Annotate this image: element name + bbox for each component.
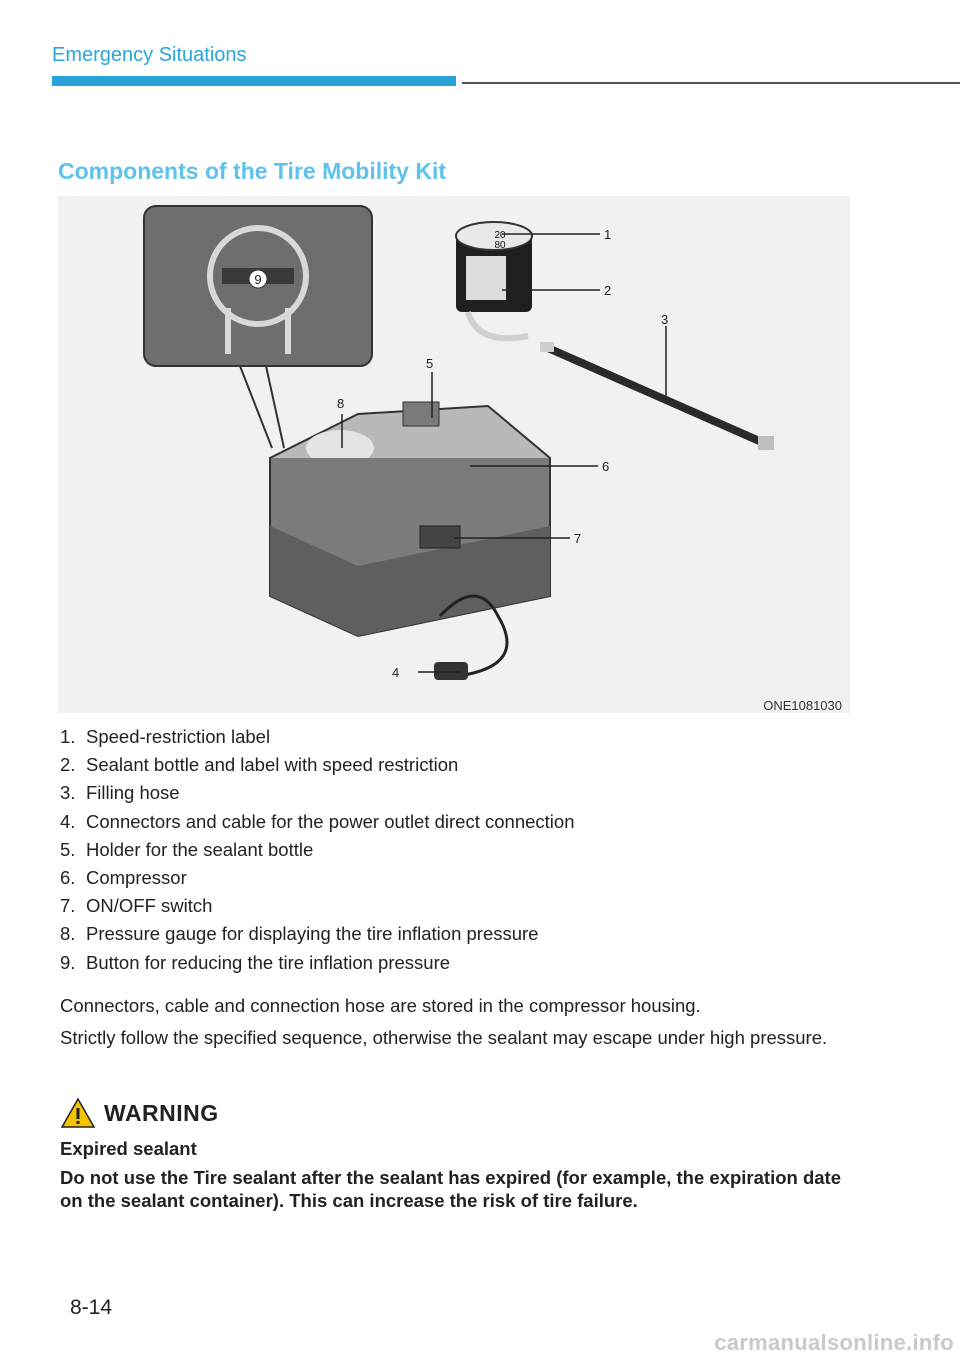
list-item: 8.Pressure gauge for displaying the tire… — [60, 923, 539, 945]
callout-2: 2 — [604, 283, 611, 298]
figure-code: ONE1081030 — [763, 698, 842, 713]
callout-3: 3 — [661, 312, 668, 327]
callout-6: 6 — [602, 459, 609, 474]
list-item: 3.Filling hose — [60, 782, 180, 804]
kit-illustration: 9 20 80 1 2 3 4 — [143, 205, 774, 680]
warning-title: WARNING — [104, 1100, 219, 1126]
pressure-gauge — [306, 430, 374, 466]
component-list: 1.Speed-restriction label 2.Sealant bott… — [60, 723, 575, 977]
section-title: Emergency Situations — [52, 44, 247, 66]
callout-7: 7 — [574, 531, 581, 546]
list-item: 2.Sealant bottle and label with speed re… — [60, 754, 459, 776]
list-item: 6.Compressor — [60, 867, 187, 889]
list-item: 4.Connectors and cable for the power out… — [60, 810, 575, 832]
page-number: 8-14 — [70, 1296, 113, 1319]
list-item: 7.ON/OFF switch — [60, 895, 213, 917]
list-item: 1.Speed-restriction label — [60, 726, 271, 747]
watermark: carmanualsonline.info — [714, 1330, 954, 1355]
callout-1: 1 — [604, 227, 611, 242]
speed-restriction-label — [455, 221, 533, 251]
page-heading: Components of the Tire Mobility Kit — [58, 158, 447, 184]
power-connector — [434, 662, 468, 680]
pressure-release-button-ring — [207, 225, 309, 327]
paragraph-storage: Connectors, cable and connection hose ar… — [60, 995, 701, 1016]
list-item: 5.Holder for the sealant bottle — [60, 838, 314, 860]
callout-4: 4 — [392, 665, 399, 680]
header-rule — [462, 82, 960, 84]
warning-icon — [60, 1097, 96, 1128]
bottle-label — [466, 256, 506, 300]
filling-hose — [544, 344, 770, 448]
callout-badge-9 — [248, 269, 268, 289]
warning-body: Do not use the Tire sealant after the se… — [60, 1167, 841, 1211]
svg-text:80: 80 — [494, 240, 506, 251]
callout-8: 8 — [337, 396, 344, 411]
tire-mobility-kit-figure: 9 20 80 1 2 3 4 — [58, 196, 850, 713]
paragraph-sequence: Strictly follow the specified sequence, … — [60, 1027, 828, 1048]
warning-subtitle: Expired sealant — [60, 1138, 197, 1159]
callout-9: 9 — [254, 272, 261, 287]
button-housing — [225, 308, 291, 354]
list-item: 9.Button for reducing the tire inflation… — [60, 951, 451, 973]
svg-text:20: 20 — [494, 230, 506, 241]
on-off-switch — [419, 525, 461, 549]
bottle-holder — [402, 401, 440, 427]
callout-5: 5 — [426, 356, 433, 371]
power-cable — [438, 594, 509, 678]
header-rule-accent — [52, 76, 456, 86]
